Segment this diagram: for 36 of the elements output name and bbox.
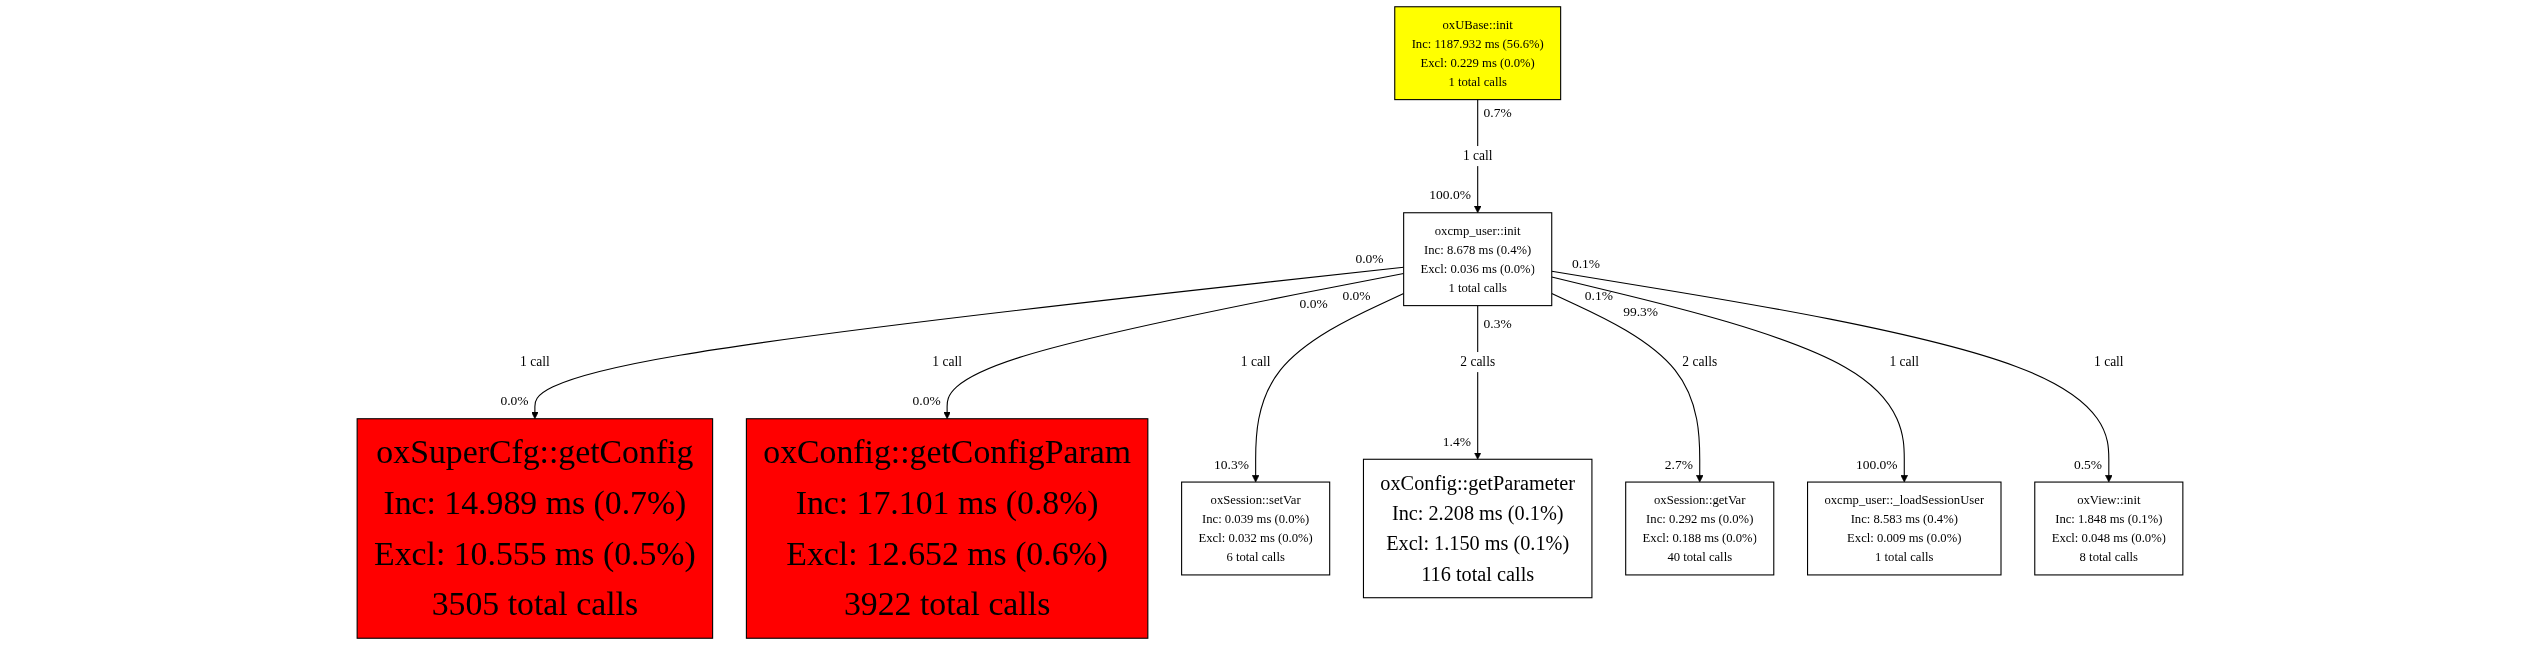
- edge-label: 1 call: [1889, 354, 1920, 369]
- arrow: [1551, 270, 2113, 483]
- edge-label: 1 call: [520, 354, 550, 369]
- percentage-label: 0.7%: [1483, 105, 1512, 121]
- node-box: oxcmp_user::init Inc: 8.678 ms (0.4%) Excl: 0.036 ms (0.0%) 1 total calls: [1403, 212, 1553, 307]
- edge-label: 1 call: [932, 354, 962, 369]
- percentage-label: 0.0%: [1299, 296, 1328, 312]
- edge-label: 2 calls: [1460, 354, 1496, 369]
- percentage-label: 100.0%: [1429, 187, 1471, 203]
- percentage-label: 0.0%: [500, 393, 529, 409]
- percentage-label: 100.0%: [1855, 456, 1898, 472]
- node-box: oxcmp_user::_loadSessionUser Inc: 8.583 ms (0.4%) Excl: 0.009 ms (0.0%) 1 total calls: [1807, 481, 2002, 576]
- percentage-label: 0.1%: [1571, 256, 1601, 272]
- percentage-label: 0.1%: [1584, 287, 1613, 303]
- node-box: oxSession::setVar Inc: 0.039 ms (0.0%) Excl: 0.032 ms (0.0%) 6 total calls: [1181, 481, 1331, 576]
- percentage-label: 0.0%: [1342, 287, 1371, 303]
- percentage-label: 10.3%: [1214, 456, 1249, 472]
- node-box: oxSession::getVar Inc: 0.292 ms (0.0%) Excl: 0.188 ms (0.0%) 40 total calls: [1625, 481, 1775, 576]
- edge-label: 1 call: [1240, 354, 1271, 369]
- node-box: oxView::init Inc: 1.848 ms (0.1%) Excl: 0.048 ms (0.0%) 8 total calls: [2034, 481, 2184, 576]
- node-box: oxSuperCfg::getConfig Inc: 14.989 ms (0.7%) Excl: 10.555 ms (0.5%) 3505 total calls: [356, 418, 714, 639]
- edge-label: 2 calls: [1682, 354, 1718, 369]
- node-box: oxUBase::init Inc: 1187.932 ms (56.6%) Excl: 0.229 ms (0.0%) 1 total calls: [1394, 6, 1562, 101]
- percentage-label: 99.3%: [1623, 303, 1658, 319]
- arrow: [1551, 292, 1704, 483]
- node-box: oxConfig::getParameter Inc: 2.208 ms (0.1%) Excl: 1.150 ms (0.1%) 116 total calls: [1362, 458, 1593, 599]
- node-box: oxConfig::getConfigParam Inc: 17.101 ms (0.8%) Excl: 12.652 ms (0.6%) 3922 total calls: [745, 418, 1149, 639]
- percentage-label: 0.0%: [912, 393, 941, 409]
- percentage-label: 0.3%: [1483, 316, 1512, 332]
- percentage-label: 1.4%: [1442, 433, 1471, 449]
- percentage-label: 0.5%: [2073, 456, 2103, 472]
- percentage-label: 0.0%: [1355, 250, 1384, 266]
- percentage-label: 2.7%: [1664, 456, 1693, 472]
- arrow: [1551, 276, 1908, 483]
- edge-label: 1 call: [2094, 354, 2124, 369]
- edge-label: 1 call: [1462, 148, 1493, 163]
